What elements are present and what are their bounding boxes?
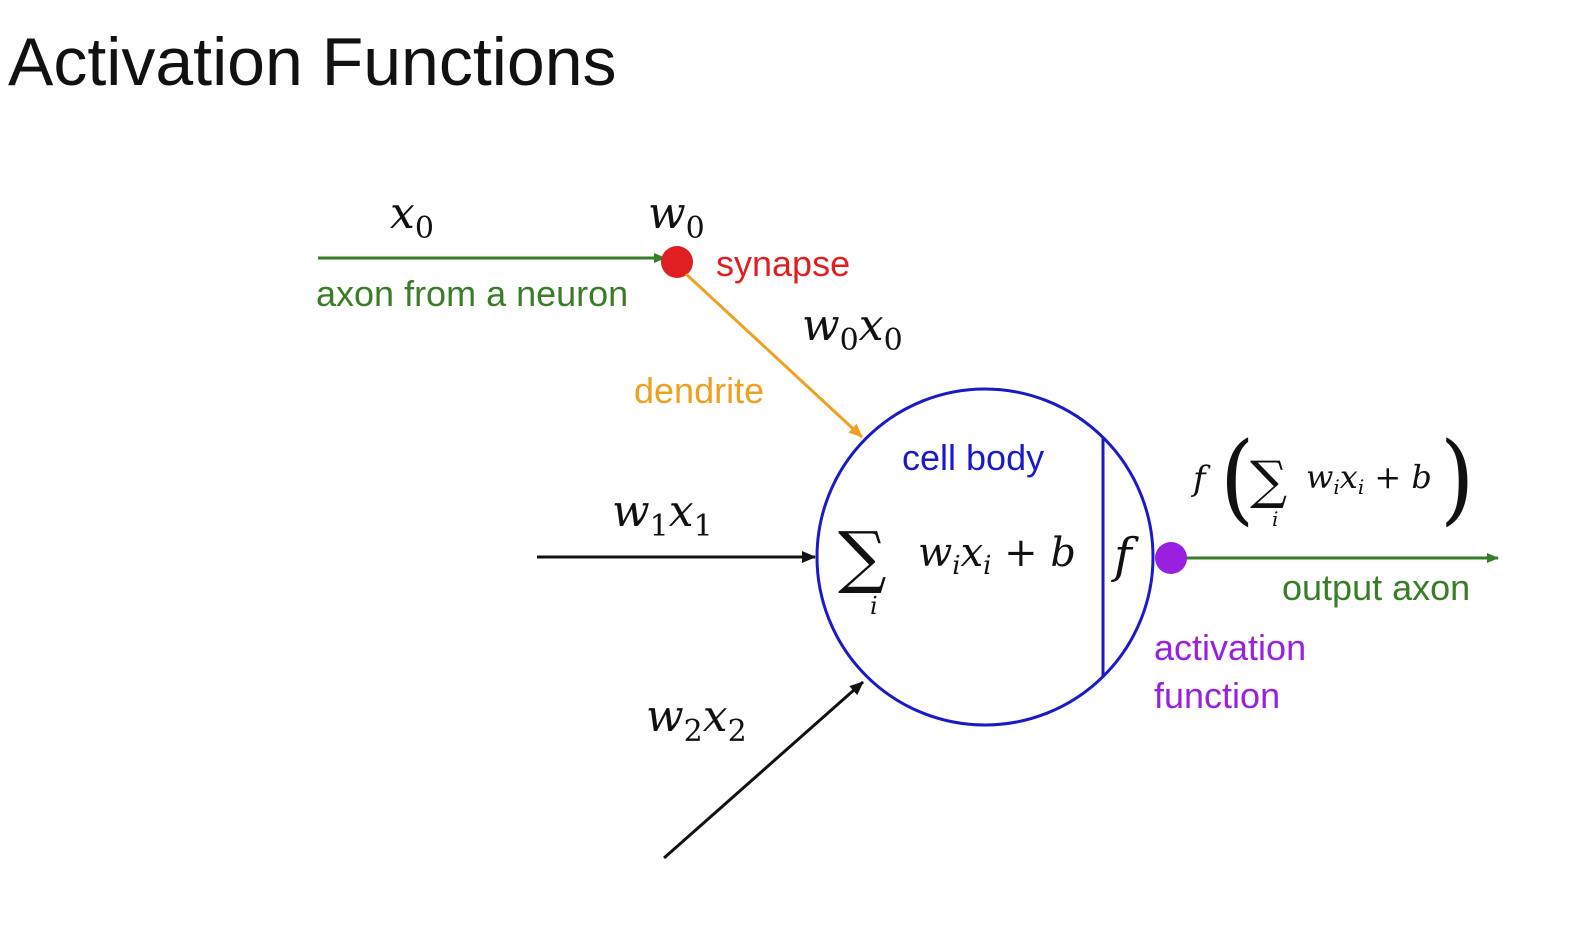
axon-from-neuron-label: axon from a neuron bbox=[316, 273, 628, 314]
w1x1-label: w1x1 bbox=[612, 486, 713, 544]
output-formula-lparen: ( bbox=[1220, 421, 1254, 536]
slide-title: Activation Functions bbox=[8, 24, 617, 100]
sum-symbol: ∑ bbox=[838, 518, 887, 597]
w0-label: w0 bbox=[648, 188, 705, 246]
sum-body: wixi + b bbox=[918, 530, 1076, 581]
w0-var: w bbox=[648, 188, 686, 239]
activation-label: activation bbox=[1154, 627, 1306, 668]
dendrite-label: dendrite bbox=[634, 370, 764, 411]
w1x1-w-sub: 1 bbox=[650, 509, 669, 544]
w1x1-x: x bbox=[669, 486, 694, 537]
output-formula-i2: i bbox=[1358, 475, 1364, 499]
output-axon-label: output axon bbox=[1282, 567, 1470, 608]
output-formula-f: f bbox=[1190, 459, 1211, 499]
cell-body-circle bbox=[815, 387, 1155, 727]
synapse-label: synapse bbox=[716, 243, 850, 284]
sum-body-x: x bbox=[961, 530, 984, 576]
w1x1-w: w bbox=[612, 486, 650, 537]
w0-sub: 0 bbox=[686, 211, 705, 246]
w2x2-w: w bbox=[646, 691, 684, 742]
x0-sub: 0 bbox=[415, 211, 434, 246]
output-formula-w: w bbox=[1306, 458, 1333, 496]
w1x1-x-sub: 1 bbox=[694, 509, 713, 544]
w2x2-label: w2x2 bbox=[646, 691, 747, 749]
sum-index: i bbox=[870, 592, 878, 620]
function-label: function bbox=[1154, 675, 1280, 716]
w2x2-line bbox=[663, 680, 864, 860]
w2x2-x-sub: 2 bbox=[728, 714, 747, 749]
dendrite-line bbox=[684, 272, 864, 439]
w2x2-x: x bbox=[703, 691, 728, 742]
sum-body-i2: i bbox=[983, 551, 991, 581]
w2x2-w-sub: 2 bbox=[684, 714, 703, 749]
x0-label: x0 bbox=[390, 188, 434, 246]
output-formula-sum-index: i bbox=[1272, 507, 1278, 531]
synapse-dot bbox=[661, 246, 693, 278]
f-symbol: f bbox=[1111, 528, 1139, 584]
w0x0-w-sub: 0 bbox=[840, 323, 859, 358]
output-formula-plus-b: + b bbox=[1364, 458, 1432, 496]
sum-body-plus-b: + b bbox=[991, 530, 1076, 576]
w0x0-x: x bbox=[859, 300, 884, 351]
w0x0-label: w0x0 bbox=[802, 300, 903, 358]
sum-body-w: w bbox=[918, 530, 952, 576]
cell-body-label: cell body bbox=[902, 437, 1044, 478]
output-formula-body: wixi + b bbox=[1306, 458, 1432, 499]
sum-body-i1: i bbox=[952, 551, 960, 581]
output-formula-i1: i bbox=[1333, 475, 1339, 499]
output-formula-x: x bbox=[1340, 458, 1358, 496]
output-formula-rparen: ) bbox=[1440, 421, 1474, 536]
w0x0-x-sub: 0 bbox=[884, 323, 903, 358]
output-formula-sum: ∑ bbox=[1250, 451, 1287, 511]
x0-var: x bbox=[390, 188, 415, 239]
activation-dot bbox=[1155, 542, 1187, 574]
w0x0-w: w bbox=[802, 300, 840, 351]
